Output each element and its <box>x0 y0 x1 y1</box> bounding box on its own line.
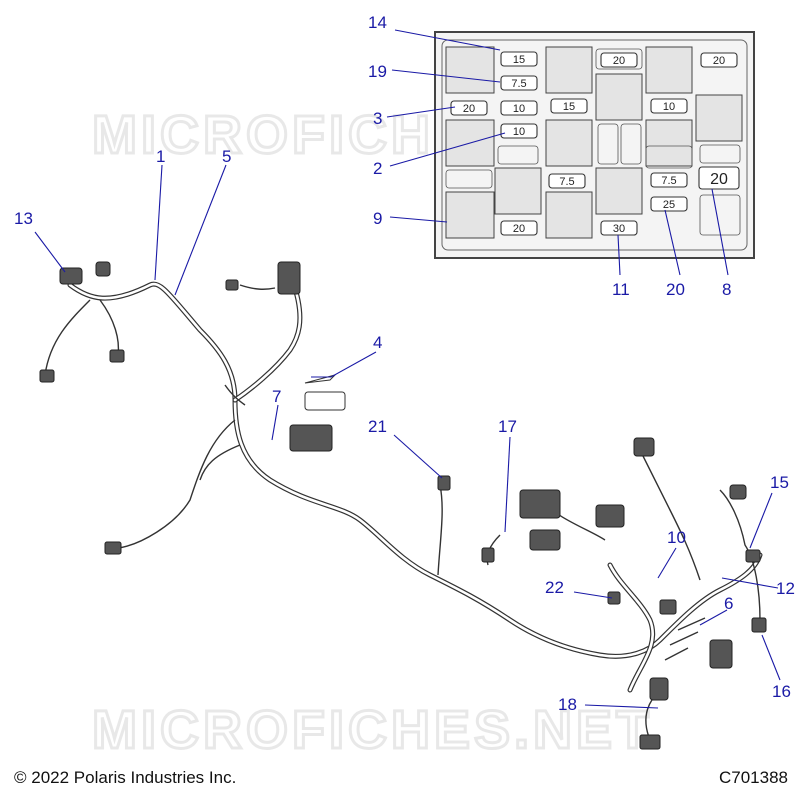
callout-12: 12 <box>776 579 795 598</box>
relay-slot <box>645 46 693 94</box>
callout-2: 2 <box>373 159 382 178</box>
relay-slot <box>545 191 593 239</box>
fuse-label: 30 <box>613 223 625 235</box>
watermark-bottom: MICROFICHES.NET <box>92 700 653 760</box>
callout-7: 7 <box>272 387 281 406</box>
fuse-label: 10 <box>513 103 525 115</box>
fuse-box: 15 7.5 10 10 20 20 15 7.5 20 10 20 7.5 2… <box>434 31 755 259</box>
callout-13: 13 <box>14 209 33 228</box>
copyright-text: © 2022 Polaris Industries Inc. <box>14 768 237 787</box>
relay-slot <box>545 119 593 167</box>
fuse-label: 20 <box>710 171 728 188</box>
fuse-label: 10 <box>513 126 525 138</box>
fuse-label: 15 <box>563 101 575 113</box>
callout-19: 19 <box>368 62 387 81</box>
relay-slot <box>595 167 643 215</box>
fuse-label: 15 <box>513 54 525 66</box>
callout-8: 8 <box>722 280 731 299</box>
relay-slot <box>445 191 495 239</box>
fuse-label: 7.5 <box>559 176 574 188</box>
main-harness <box>39 261 767 750</box>
callout-11: 11 <box>612 280 630 299</box>
callout-15: 15 <box>770 473 789 492</box>
fuse-label: 20 <box>613 55 625 67</box>
relay-slot <box>545 46 593 94</box>
callout-16: 16 <box>772 682 791 701</box>
callout-3: 3 <box>373 109 382 128</box>
relay-slot <box>645 119 693 167</box>
callout-5: 5 <box>222 147 231 166</box>
callout-1: 1 <box>156 147 165 166</box>
callout-20: 20 <box>666 280 685 299</box>
relay-slot <box>695 94 743 142</box>
callout-4: 4 <box>373 333 382 352</box>
callout-22: 22 <box>545 578 564 597</box>
leader-lines <box>34 29 781 709</box>
fuse-label: 7.5 <box>511 78 526 90</box>
fuse-label: 20 <box>463 103 475 115</box>
callout-6: 6 <box>724 594 733 613</box>
relay-slot <box>494 167 542 215</box>
callout-14: 14 <box>368 13 387 32</box>
relay-slot <box>445 46 495 94</box>
diagram-code: C701388 <box>718 768 788 787</box>
callout-21: 21 <box>368 417 387 436</box>
callout-18: 18 <box>558 695 577 714</box>
callout-10: 10 <box>667 528 686 547</box>
fuse-label: 20 <box>713 55 725 67</box>
fuse-label: 10 <box>663 101 675 113</box>
callout-17: 17 <box>498 417 517 436</box>
fuse-label: 20 <box>513 223 525 235</box>
relay-slot <box>595 73 643 121</box>
fuse-label: 7.5 <box>661 175 676 187</box>
callout-9: 9 <box>373 209 382 228</box>
fuse-label: 25 <box>663 199 675 211</box>
callouts: 14 19 3 2 9 11 20 8 13 1 5 4 7 21 17 10 … <box>14 13 795 714</box>
